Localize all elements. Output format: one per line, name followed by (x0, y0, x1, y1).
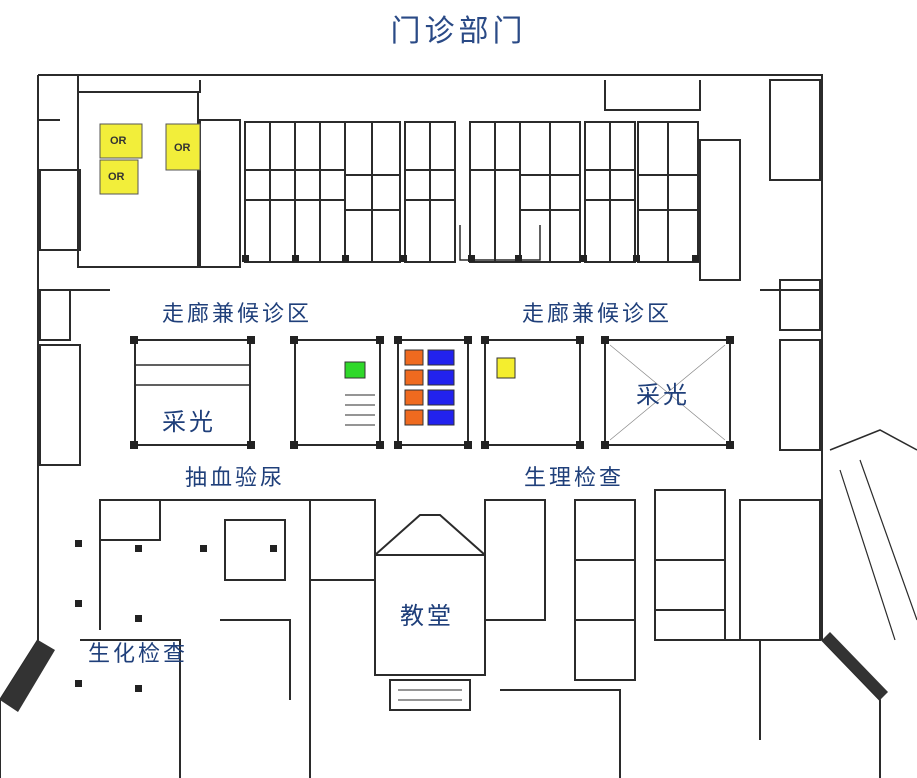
elevator-blue (427, 409, 455, 426)
elevator-blue (427, 349, 455, 366)
blood-urine-label: 抽血验尿 (185, 466, 286, 491)
skylight-label-left: 采光 (162, 408, 216, 436)
or-label: OR (108, 171, 125, 183)
chapel-label: 教堂 (400, 602, 454, 630)
physiology-label: 生理检查 (524, 466, 625, 491)
or-room-3 (99, 159, 139, 195)
skylight-left-box (134, 339, 251, 446)
corridor-label-left: 走廊兼候诊区 (162, 302, 313, 327)
elevator-orange (404, 409, 424, 426)
elevator-orange (404, 389, 424, 406)
elevator-blue (427, 369, 455, 386)
elevator-green (344, 361, 366, 379)
or-room-2 (165, 123, 201, 171)
or-label: OR (174, 142, 191, 154)
page-title: 门诊部门 (390, 14, 527, 49)
skylight-label-right: 采光 (636, 381, 690, 409)
elevator-yellow (496, 357, 516, 379)
or-room-1 (99, 123, 143, 159)
biochem-label: 生化检查 (88, 642, 189, 667)
corridor-label-right: 走廊兼候诊区 (522, 302, 673, 327)
elevator-blue (427, 389, 455, 406)
skylight-right-box (604, 339, 731, 446)
elevator-orange (404, 369, 424, 386)
or-label: OR (110, 135, 127, 147)
elevator-orange (404, 349, 424, 366)
